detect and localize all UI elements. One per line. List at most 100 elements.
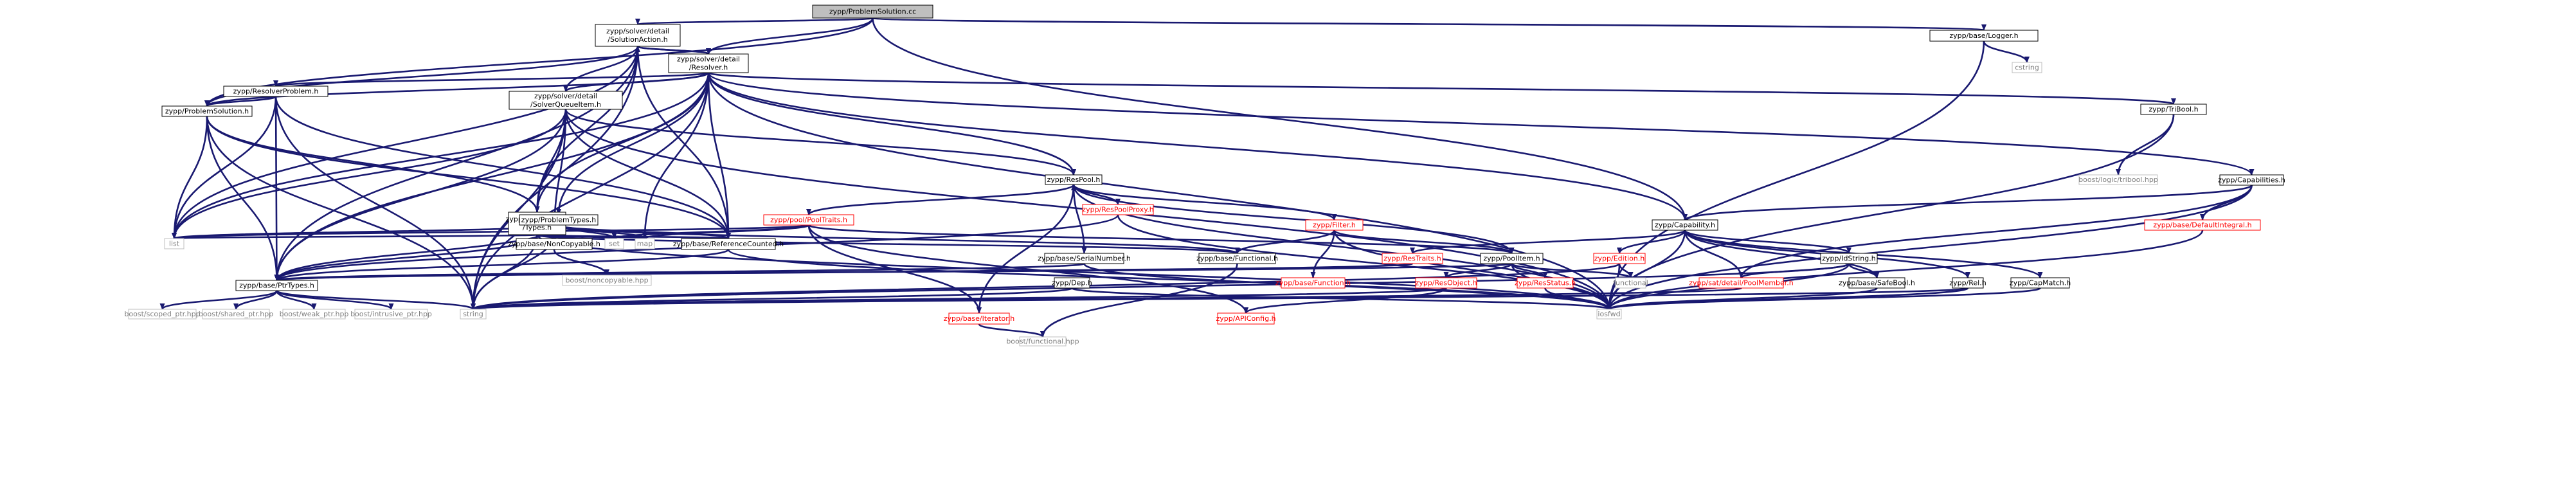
node-pooltraits-h[interactable]: zypp/pool/PoolTraits.h xyxy=(763,214,854,226)
node-poolmember-h[interactable]: zypp/sat/detail/PoolMember.h xyxy=(1689,277,1794,289)
node-apiconfig-h[interactable]: zypp/APIConfig.h xyxy=(1216,312,1276,325)
node-capability-h[interactable]: zypp/Capability.h xyxy=(1652,219,1718,231)
node-label: boost/scoped_ptr.hpp xyxy=(124,310,200,318)
node-safebool-h[interactable]: zypp/base/SafeBool.h xyxy=(1839,277,1915,289)
node-label: zypp/base/Iterator.h xyxy=(944,314,1015,323)
node-box xyxy=(681,238,776,250)
edge-resolver_h-to-caps_h xyxy=(707,72,2255,176)
node-resprob-h[interactable]: zypp/ResolverProblem.h xyxy=(223,86,329,97)
node-label: iosfwd xyxy=(1598,310,1620,318)
node-serial-h[interactable]: zypp/base/SerialNumber.h xyxy=(1038,253,1131,264)
node-box xyxy=(2219,174,2284,186)
node-label: zypp/ProblemSolution.h xyxy=(165,107,249,116)
edge-pooltraits_h-to-list xyxy=(172,224,810,240)
node-box xyxy=(668,53,749,73)
node-box xyxy=(2140,104,2207,115)
node-edition-h[interactable]: zypp/Edition.h xyxy=(1593,253,1646,264)
node-box xyxy=(1198,253,1276,264)
node-label: zypp/pool/PoolTraits.h xyxy=(770,216,847,224)
edge-probtypes_h-to-ptrtypes_h xyxy=(274,224,560,281)
edge-capability_h-to-edition_h xyxy=(1617,230,1686,254)
node-box xyxy=(1698,277,1784,289)
node-label: map xyxy=(637,240,653,248)
node-resolver-h[interactable]: zypp/solver/detail/Resolver.h xyxy=(668,53,749,73)
node-label: string xyxy=(463,310,483,318)
edge-edition_h-to-iosfwd xyxy=(1607,263,1621,310)
node-label: zypp/ResTraits.h xyxy=(1383,255,1441,263)
node-defint-h[interactable]: zypp/base/DefaultIntegral.h xyxy=(2144,219,2261,231)
edge-sqi_h-to-list xyxy=(172,109,567,239)
edge-respool_h-to-iosfwd xyxy=(1072,184,1612,310)
edge-edition_h-to-functional xyxy=(1618,263,1634,278)
node-resobject-h[interactable]: zypp/ResObject.h xyxy=(1415,277,1477,289)
edge-resolver_h-to-refcnt_h xyxy=(707,72,731,239)
node-psol-h[interactable]: zypp/ProblemSolution.h xyxy=(161,105,253,117)
node-box xyxy=(1929,30,2039,42)
node-ps-cc[interactable]: zypp/ProblemSolution.cc xyxy=(812,5,933,19)
node-box xyxy=(1044,253,1124,264)
node-noncopy-h[interactable]: zypp/base/NonCopyable.h xyxy=(508,238,600,250)
node-resstatus-h[interactable]: zypp/ResStatus.h xyxy=(1515,277,1576,289)
node-idstring-h[interactable]: zypp/IdString.h xyxy=(1820,253,1878,264)
edge-ptrtypes_h-to-string xyxy=(276,289,476,311)
node-label: zypp/solver/detail xyxy=(534,92,597,100)
edge-resobject_h-to-apiconfig_h xyxy=(1243,287,1447,314)
node-sqi-h[interactable]: zypp/solver/detail/SolverQueueItem.h xyxy=(509,91,623,110)
edge-resolver_h-to-iosfwd xyxy=(707,72,1612,310)
edge-pooltraits_h-to-map xyxy=(642,224,810,240)
node-label: set xyxy=(609,240,620,248)
node-label: zypp/ResObject.h xyxy=(1416,279,1477,287)
node-respoolproxy-h[interactable]: zypp/ResPoolProxy.h xyxy=(1082,204,1154,215)
edge-poolitem_h-to-resobject_h xyxy=(1443,262,1513,279)
edge-resolver_h-to-tribool_h xyxy=(707,71,2176,105)
node-tribool-h[interactable]: zypp/TriBool.h xyxy=(2140,104,2207,115)
node-label: boost/shared_ptr.hpp xyxy=(199,310,273,318)
node-box xyxy=(1217,312,1275,325)
node-restraits-h[interactable]: zypp/ResTraits.h xyxy=(1382,253,1443,264)
node-box xyxy=(1952,277,1984,289)
node-respool-h[interactable]: zypp/ResPool.h xyxy=(1045,174,1103,185)
node-rel-h[interactable]: zypp/Rel.h xyxy=(1949,277,1986,289)
node-logger-h[interactable]: zypp/base/Logger.h xyxy=(1929,30,2039,42)
node-label: zypp/base/DefaultIntegral.h xyxy=(2153,221,2251,230)
node-probtypes-h[interactable]: zypp/ProblemTypes.h xyxy=(519,214,599,226)
node-label: zypp/base/SafeBool.h xyxy=(1839,279,1915,287)
node-filter-h[interactable]: zypp/Filter.h xyxy=(1305,219,1364,231)
edge-capability_h-to-idstring_h xyxy=(1684,229,1851,255)
node-box xyxy=(516,238,593,250)
node-functional-h[interactable]: zypp/base/Functional.h xyxy=(1196,253,1278,264)
node-iterator-h[interactable]: zypp/base/Iterator.h xyxy=(944,312,1015,325)
node-label: zypp/ResolverProblem.h xyxy=(233,87,319,96)
node-label: zypp/Capabilities.h xyxy=(2218,176,2285,185)
edge-resolver_h-to-map xyxy=(642,72,710,239)
edge-idstring_h-to-poolmember_h xyxy=(1738,262,1850,279)
edge-capability_h-to-poolmember_h xyxy=(1684,230,1744,278)
edge-ptrtypes_h-to-boost_weak xyxy=(276,290,317,310)
node-function-h[interactable]: zypp/base/Function.h xyxy=(1275,277,1351,289)
node-box xyxy=(1652,219,1718,231)
node-string: string xyxy=(460,309,487,320)
node-box xyxy=(595,24,681,47)
edge-refcnt_h-to-ptrtypes_h xyxy=(274,248,730,282)
node-poolitem-h[interactable]: zypp/PoolItem.h xyxy=(1480,253,1544,264)
edge-ps_cc-to-resolver_h xyxy=(706,17,874,55)
node-sa-h[interactable]: zypp/solver/detail/SolutionAction.h xyxy=(595,24,681,47)
node-label: zypp/base/SerialNumber.h xyxy=(1038,255,1131,263)
node-label: functional xyxy=(1613,279,1648,287)
node-box xyxy=(2078,174,2158,185)
edge-sqi_h-to-respool_h xyxy=(564,109,1076,176)
edge-poolitem_h-to-ptrtypes_h xyxy=(275,262,1513,282)
node-label: boost/intrusive_ptr.hpp xyxy=(350,310,432,318)
edge-resprob_h-to-string xyxy=(275,96,476,310)
node-refcnt-h[interactable]: zypp/base/ReferenceCounted.h xyxy=(673,238,784,250)
node-label: zypp/base/Function.h xyxy=(1275,279,1351,287)
node-capmatch-h[interactable]: zypp/CapMatch.h xyxy=(2010,277,2071,289)
edge-types_h-to-refcnt_h xyxy=(536,232,731,240)
node-dep-h[interactable]: zypp/Dep.h xyxy=(1052,277,1092,289)
edge-resprob_h-to-list xyxy=(172,96,277,239)
node-ptrtypes-h[interactable]: zypp/base/PtrTypes.h xyxy=(235,280,318,291)
node-caps-h[interactable]: zypp/Capabilities.h xyxy=(2218,174,2285,186)
edge-idstring_h-to-safebool_h xyxy=(1848,263,1880,278)
edge-psol_h-to-list xyxy=(172,116,208,239)
edge-ptrtypes_h-to-boost_shared xyxy=(233,290,278,310)
